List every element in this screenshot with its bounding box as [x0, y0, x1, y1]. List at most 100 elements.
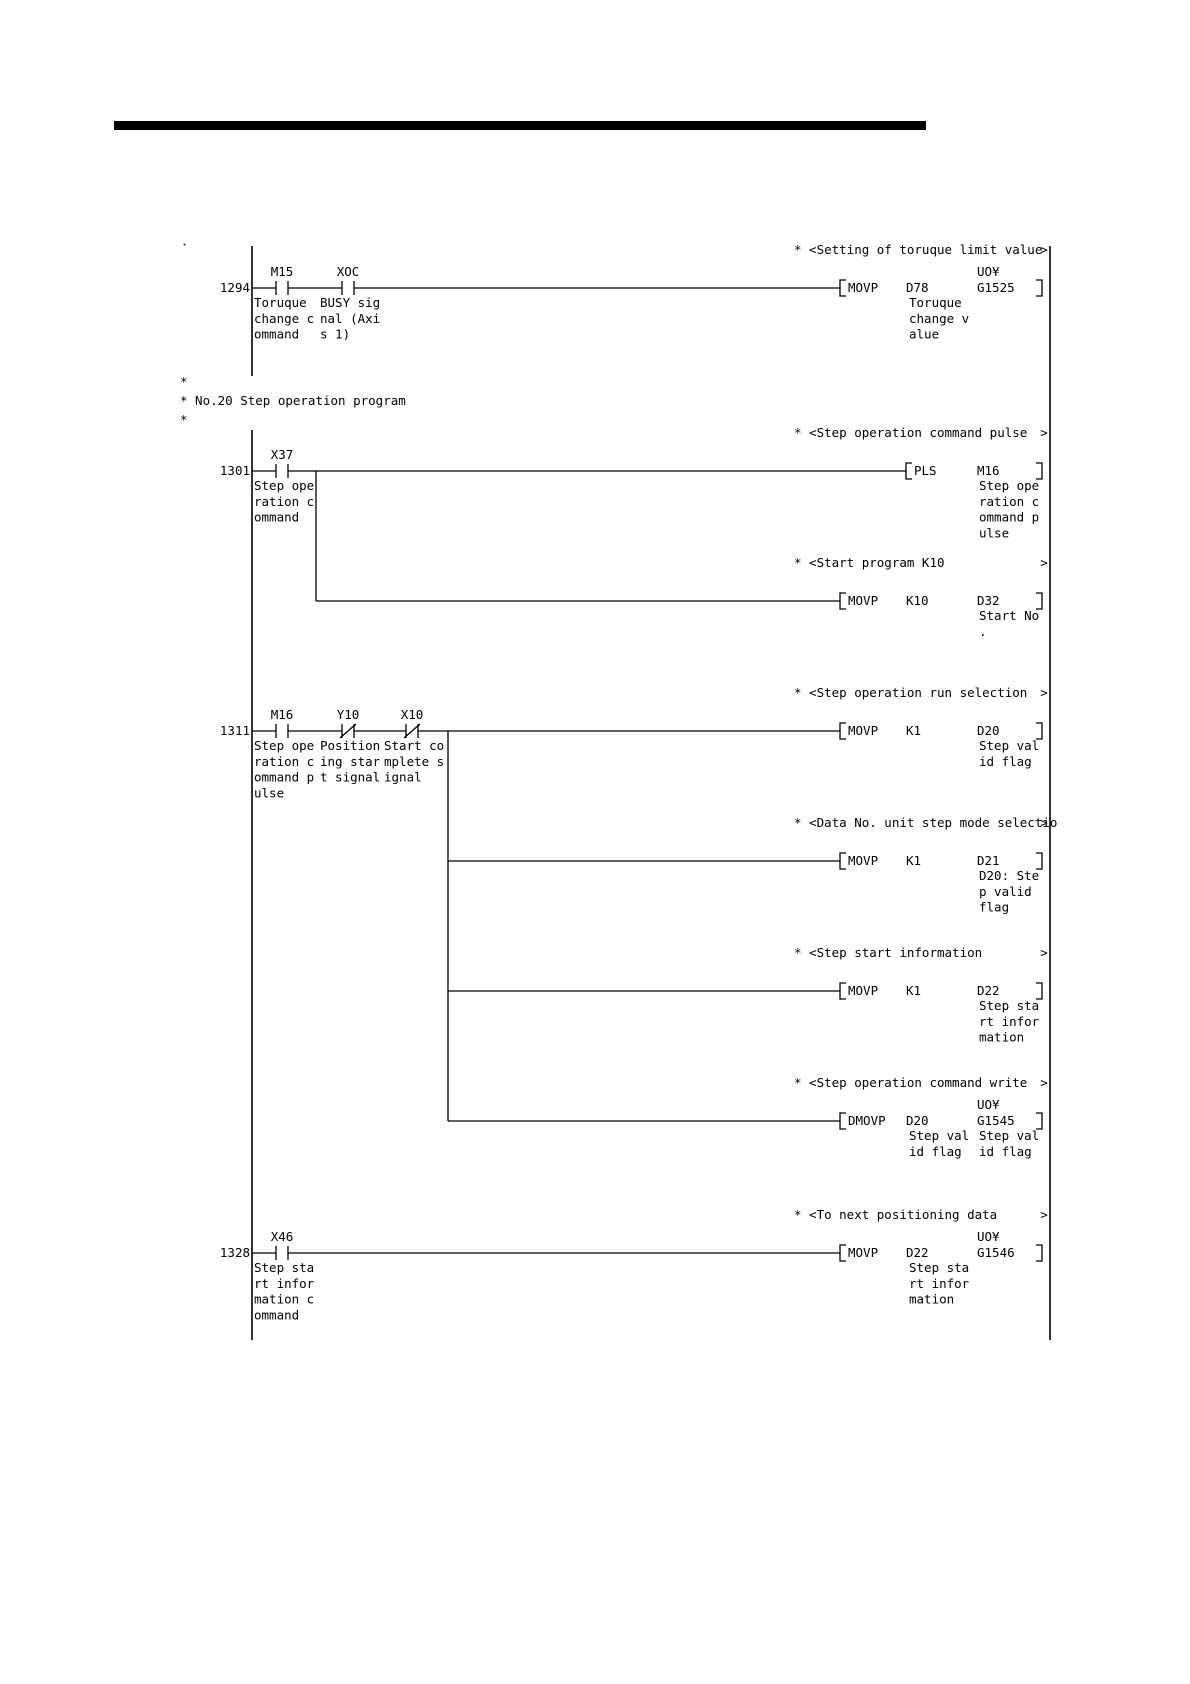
contact-comment: mation c — [254, 1292, 314, 1307]
note-end-marker: > — [1040, 1207, 1048, 1222]
contact-x10 — [403, 723, 421, 739]
instruction-name: MOVP — [848, 1245, 878, 1260]
instruction-bracket-close — [1036, 852, 1043, 870]
contact-device: Y10 — [337, 707, 360, 722]
contact-device: X46 — [271, 1229, 294, 1244]
contact-comment: ration c — [254, 754, 314, 769]
contact-m16-gap — [276, 725, 288, 737]
contact-comment: ommand — [254, 1307, 299, 1322]
step-number: 1294 — [220, 280, 250, 295]
contact-comment: Step ope — [254, 738, 314, 753]
contact-device: M15 — [271, 264, 294, 279]
output-note: * <Data No. unit step mode selectio — [794, 815, 1057, 830]
instruction-name: PLS — [914, 463, 937, 478]
contact-xoc — [341, 281, 355, 295]
operand-1: K1 — [906, 853, 921, 868]
instruction-bracket-open — [839, 852, 846, 870]
ladder-wires — [251, 246, 1051, 1340]
instruction-bracket-close — [1036, 279, 1043, 297]
instruction-bracket-open — [839, 279, 846, 297]
operand-2-comment: id flag — [979, 754, 1032, 769]
operand-2-comment: Start No — [979, 608, 1039, 623]
instruction-bracket — [1036, 1112, 1043, 1130]
instruction-bracket — [839, 722, 846, 740]
operand-1-comment: mation — [909, 1292, 954, 1307]
contact-x46-gap — [276, 1247, 288, 1259]
operand-2-comment: rt infor — [979, 1014, 1040, 1029]
page-marker: ・ — [180, 241, 189, 251]
contact-device: X37 — [271, 447, 294, 462]
instruction-bracket-open — [839, 592, 846, 610]
contact-comment: ommand — [254, 510, 299, 525]
contact-xoc-gap — [342, 282, 354, 294]
operand-2: G1546 — [977, 1245, 1015, 1260]
operand-1-comment: Step sta — [909, 1260, 969, 1275]
operand-2-comment: Step ope — [979, 478, 1039, 493]
output-note: * <Step start information — [794, 945, 982, 960]
contact-x37-gap — [276, 465, 288, 477]
contact-x37 — [275, 464, 289, 478]
operand-1-comment: Toruque — [909, 295, 962, 310]
contact-comment: nal (Axi — [320, 311, 380, 326]
contact-comment: ulse — [254, 785, 284, 800]
instruction-bracket-close — [1036, 1112, 1043, 1130]
operand-2-comment: Step sta — [979, 998, 1039, 1013]
operand-2-prefix: UO¥ — [977, 264, 1000, 279]
contact-comment: BUSY sig — [320, 295, 380, 310]
contact-y10 — [339, 723, 357, 739]
operand-2-comment: . — [979, 624, 987, 639]
instruction-bracket — [839, 852, 846, 870]
contact-comment: Step ope — [254, 478, 314, 493]
instruction-bracket-open — [839, 1112, 846, 1130]
contact-comment: ration c — [254, 494, 314, 509]
contact-comment: rt infor — [254, 1276, 315, 1291]
operand-1-comment: Step val — [909, 1128, 969, 1143]
instruction-bracket — [839, 1244, 846, 1262]
operand-1: K1 — [906, 983, 921, 998]
operand-2-comment: ration c — [979, 494, 1039, 509]
operand-1: D22 — [906, 1245, 929, 1260]
instruction-bracket-close — [1036, 592, 1043, 610]
instruction-bracket — [839, 982, 846, 1000]
instruction-bracket-close — [1036, 722, 1043, 740]
contact-comment: change c — [254, 311, 314, 326]
operand-2: G1525 — [977, 280, 1015, 295]
note-end-marker: > — [1040, 555, 1048, 570]
instruction-bracket — [1036, 722, 1043, 740]
contact-comment: t signal — [320, 770, 380, 785]
output-note: * <Setting of toruque limit value — [794, 242, 1042, 257]
ladder-text: ・** No.20 Step operation program*1294M15… — [180, 241, 1057, 1322]
operand-1-comment: rt infor — [909, 1276, 970, 1291]
contact-comment: ing star — [320, 754, 381, 769]
note-end-marker: > — [1040, 1075, 1048, 1090]
operand-2-comment: ommand p — [979, 510, 1039, 525]
instruction-name: DMOVP — [848, 1113, 886, 1128]
operand-2: M16 — [977, 463, 1000, 478]
section-title: * No.20 Step operation program — [180, 393, 406, 408]
operand-2: D20 — [977, 723, 1000, 738]
operand-2: D22 — [977, 983, 1000, 998]
instruction-bracket — [839, 1112, 846, 1130]
operand-2-prefix: UO¥ — [977, 1229, 1000, 1244]
instruction-bracket-close — [1036, 1244, 1043, 1262]
output-note: * <To next positioning data — [794, 1207, 997, 1222]
contact-y10-slash — [339, 723, 357, 739]
instruction-bracket — [1036, 852, 1043, 870]
contact-comment: ommand — [254, 327, 299, 342]
operand-2: G1545 — [977, 1113, 1015, 1128]
operand-1: D20 — [906, 1113, 929, 1128]
contact-m15 — [275, 281, 289, 295]
instruction-bracket-open — [839, 722, 846, 740]
operand-2-comment: mation — [979, 1030, 1024, 1045]
instruction-bracket — [1036, 462, 1043, 480]
note-end-marker: > — [1040, 425, 1048, 440]
instruction-name: MOVP — [848, 280, 878, 295]
instruction-bracket — [1036, 592, 1043, 610]
contact-comment: s 1) — [320, 327, 350, 342]
ladder-elements — [275, 279, 1043, 1262]
instruction-bracket-close — [1036, 462, 1043, 480]
contact-comment: Start co — [384, 738, 444, 753]
operand-1: K1 — [906, 723, 921, 738]
operand-2-comment: Step val — [979, 738, 1039, 753]
contact-comment: Position — [320, 738, 380, 753]
